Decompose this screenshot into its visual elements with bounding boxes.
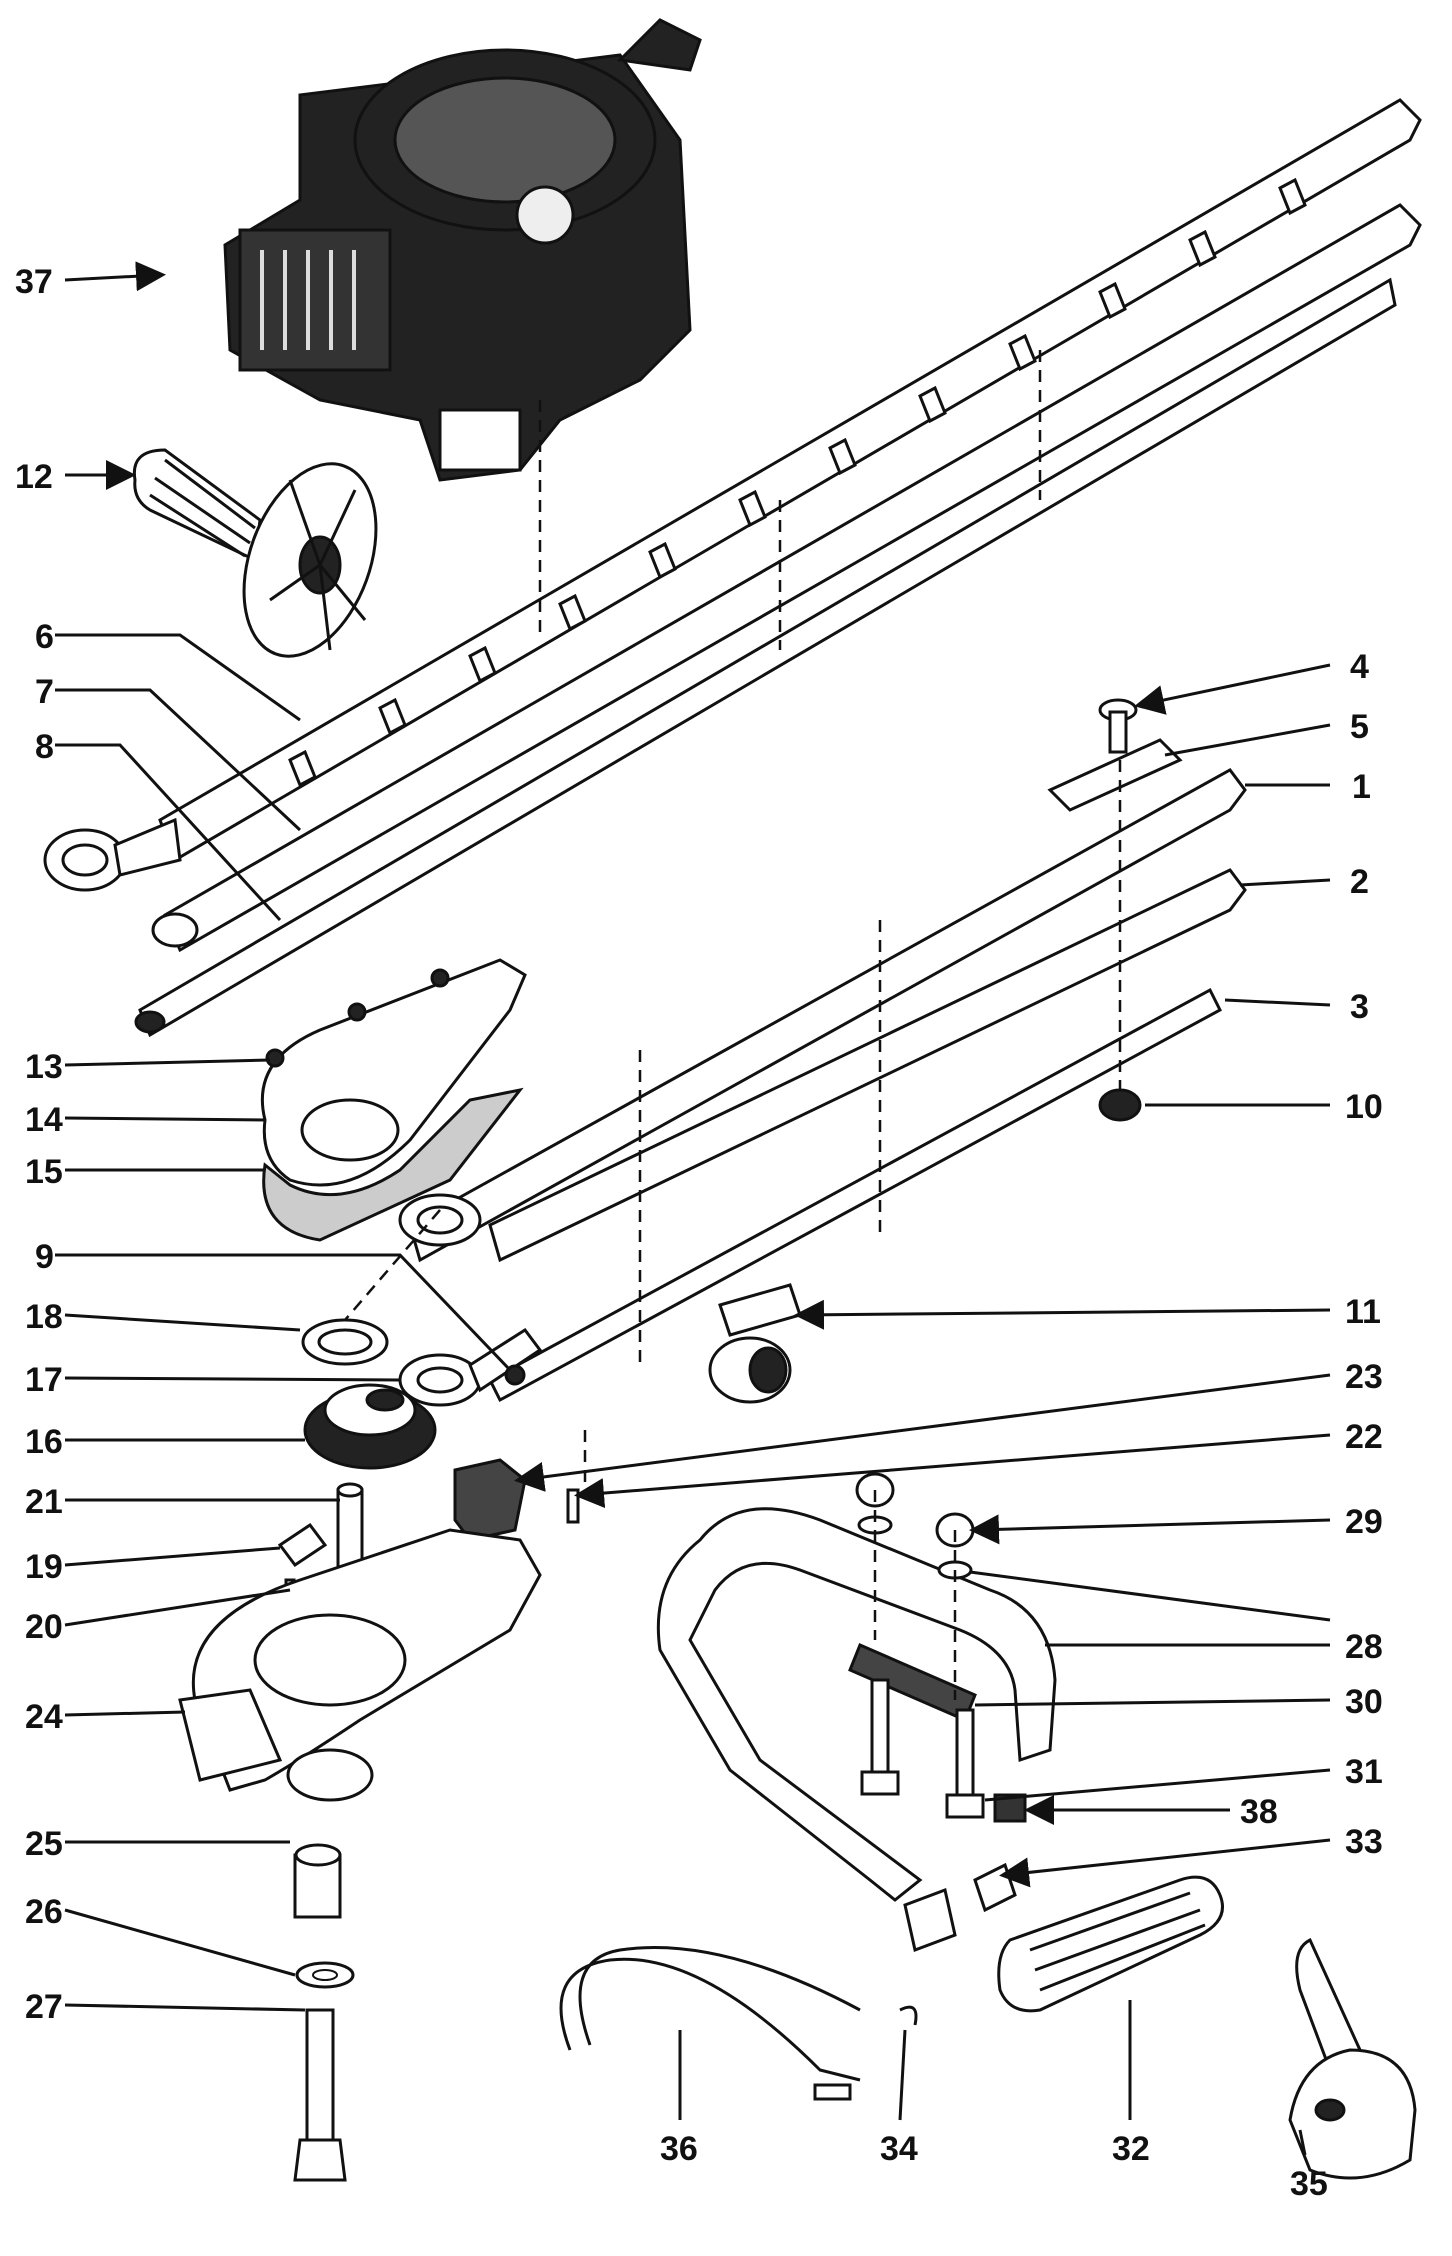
callout-15: 15 — [25, 1153, 63, 1191]
callout-20: 20 — [25, 1608, 63, 1646]
bolt-4 — [1098, 698, 1138, 754]
callout-3: 3 — [1350, 988, 1369, 1026]
callout-7: 7 — [35, 673, 54, 711]
engine-part — [223, 18, 702, 482]
callout-19: 19 — [25, 1548, 63, 1586]
callout-36: 36 — [660, 2130, 698, 2168]
washer-29b — [857, 1515, 973, 1580]
callout-28: 28 — [1345, 1628, 1383, 1666]
gear-cover-14 — [260, 958, 527, 1187]
callout-11: 11 — [1345, 1293, 1381, 1331]
guide-block-23 — [453, 1458, 527, 1542]
callout-16: 16 — [25, 1423, 63, 1461]
callout-24: 24 — [25, 1698, 63, 1736]
bolt-31 — [860, 1678, 985, 1819]
callout-30: 30 — [1345, 1683, 1383, 1721]
handle-bar-28 — [656, 1507, 1057, 1902]
callout-10: 10 — [1345, 1088, 1383, 1126]
upper-blade-7 — [151, 203, 1422, 953]
callout-6: 6 — [35, 618, 54, 656]
callout-13: 13 — [25, 1048, 63, 1086]
callout-27: 27 — [25, 1988, 63, 2026]
callout-32: 32 — [1112, 2130, 1150, 2168]
callouts: 37 12 6 7 8 4 5 1 2 3 10 13 14 15 9 11 1… — [15, 263, 1383, 2203]
gear-housing-24 — [178, 1528, 542, 1802]
callout-12: 12 — [15, 458, 53, 496]
callout-4: 4 — [1350, 648, 1369, 686]
screw-13 — [265, 968, 450, 1068]
retainer-33 — [973, 1862, 1017, 1913]
upper-blade-6 — [43, 98, 1422, 892]
pin-22 — [566, 1488, 580, 1524]
callout-25: 25 — [25, 1825, 63, 1863]
upper-blade-8 — [134, 277, 1397, 1038]
blade-1 — [398, 768, 1247, 1263]
callout-9: 9 — [35, 1238, 54, 1276]
callout-18: 18 — [25, 1298, 63, 1336]
throttle-lever-35 — [1288, 1937, 1417, 2180]
gasket-15 — [262, 1087, 524, 1242]
blade-3 — [488, 987, 1222, 1403]
callout-38: 38 — [1240, 1793, 1278, 1831]
callout-33: 33 — [1345, 1823, 1383, 1861]
callout-2: 2 — [1350, 863, 1369, 901]
callout-1: 1 — [1352, 768, 1371, 806]
assembly-lines — [344, 350, 1122, 1700]
callout-23: 23 — [1345, 1358, 1383, 1396]
callout-21: 21 — [25, 1483, 63, 1521]
leader-lines — [55, 261, 1331, 2156]
bushing-25 — [293, 1843, 342, 1919]
seal-18 — [301, 1318, 389, 1366]
roller-guide-11 — [708, 1283, 802, 1404]
washer-26 — [295, 1961, 355, 1989]
connecting-rod-17 — [398, 1327, 543, 1407]
callout-14: 14 — [25, 1101, 63, 1139]
screw-9 — [504, 1364, 526, 1386]
callout-5: 5 — [1350, 708, 1369, 746]
clip-19 — [277, 1522, 328, 1568]
callout-35: 35 — [1290, 2165, 1328, 2203]
callout-29: 29 — [1345, 1503, 1383, 1541]
callout-31: 31 — [1345, 1753, 1383, 1791]
callout-17: 17 — [25, 1361, 63, 1399]
gear-16 — [303, 1383, 437, 1470]
callout-37: 37 — [15, 263, 53, 301]
callout-22: 22 — [1345, 1418, 1383, 1456]
callout-8: 8 — [35, 728, 54, 766]
front-handle-part — [132, 448, 378, 658]
clip-34 — [899, 2005, 918, 2026]
callout-26: 26 — [25, 1893, 63, 1931]
drive-shaft-27 — [293, 2008, 347, 2182]
nut-10 — [1098, 1088, 1142, 1122]
callout-34: 34 — [880, 2130, 918, 2168]
blade-2 — [488, 868, 1247, 1263]
throttle-cable-36 — [559, 1946, 861, 2101]
throttle-grip-32 — [997, 1875, 1224, 2013]
plate-5 — [1047, 738, 1183, 812]
grip-sleeve — [903, 1887, 957, 1953]
pin-21 — [336, 1482, 364, 1572]
